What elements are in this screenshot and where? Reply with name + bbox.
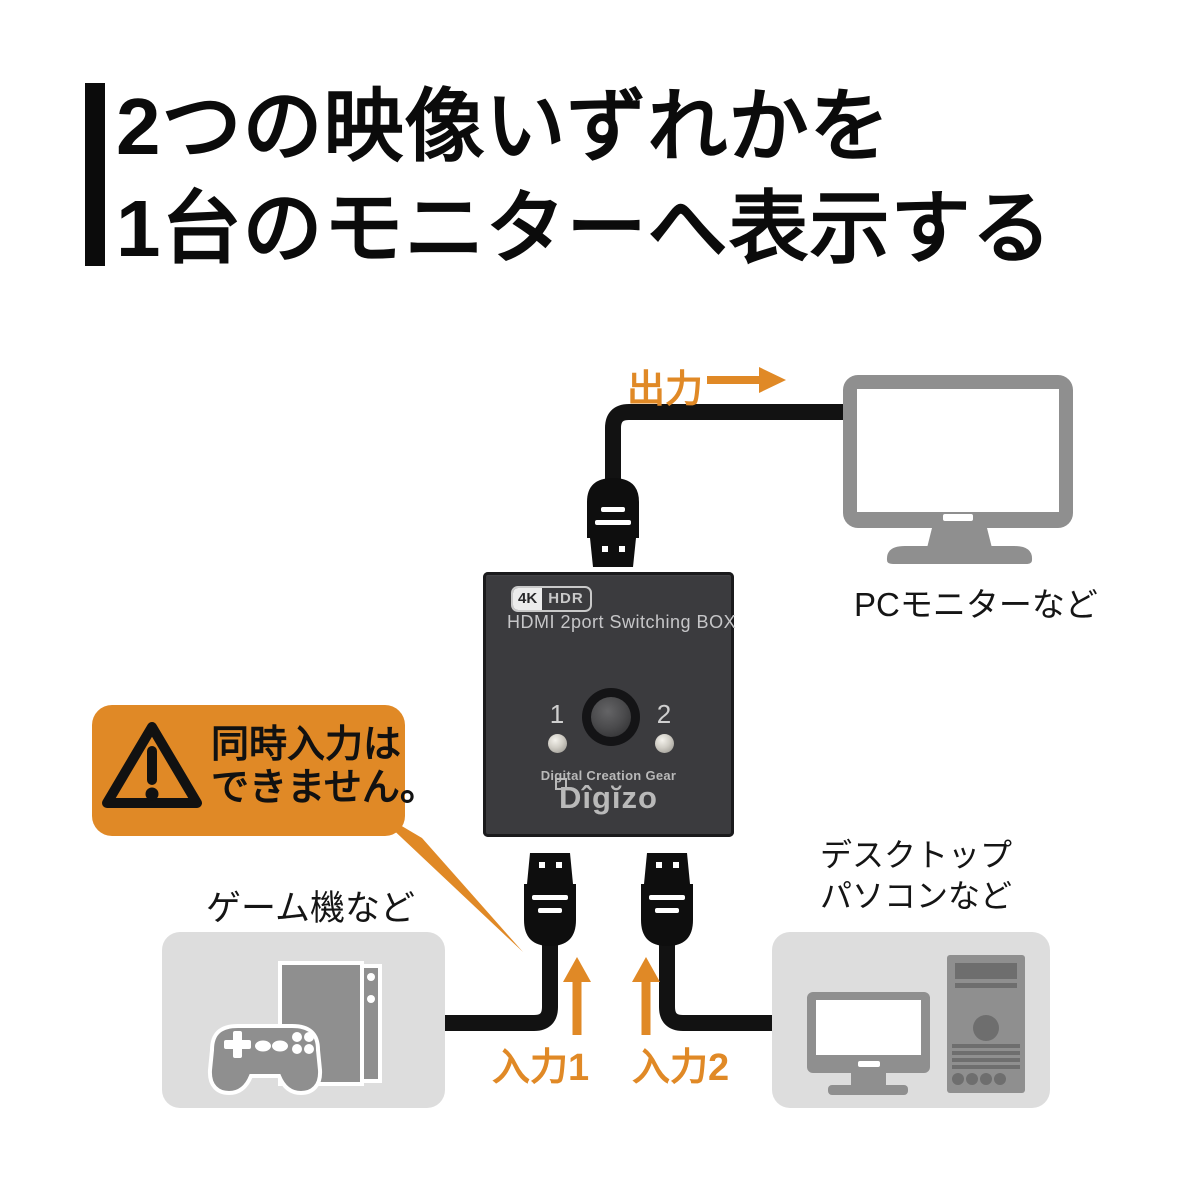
- badge-hdr-label: HDR: [548, 590, 584, 607]
- title-accent-bar: [85, 83, 105, 266]
- output-cable: [605, 404, 862, 482]
- flow-arrows: [563, 367, 786, 1035]
- input2-arrow-icon: [632, 957, 660, 1035]
- brand-logo-label: Dîgĭzo: [559, 780, 658, 815]
- switch-button-cap: [591, 697, 631, 737]
- game-device-label: ゲーム機など: [206, 889, 415, 928]
- input1-arrow-icon: [563, 957, 591, 1035]
- cables: [430, 404, 862, 1031]
- pc-device-label-line2: パソコンなど: [820, 878, 1013, 914]
- port2-led-indicator: [655, 734, 674, 753]
- output-label: 出力: [627, 369, 704, 411]
- page-title: 2つの映像いずれかを 1台のモニターへ表示する: [116, 76, 1053, 280]
- page-title-line1: 2つの映像いずれかを: [116, 82, 891, 171]
- warning-callout: [92, 705, 523, 952]
- warning-line2: できません。: [211, 767, 438, 809]
- input2-cable: [659, 940, 790, 1031]
- badge-4k-label: 4K: [513, 588, 543, 610]
- switching-box-device: 4K HDR HDMI 2port Switching BOX 1 2 Digi…: [483, 572, 736, 837]
- hdmi-connector-input2-icon: [641, 853, 693, 946]
- page-title-line2: 1台のモニターへ表示する: [116, 184, 1053, 273]
- brand-tagline-label: Digital Creation Gear: [540, 768, 677, 783]
- tower-pc-icon: [947, 955, 1025, 1093]
- gamepad-icon: [207, 1024, 323, 1096]
- pc-monitor-icon: [843, 375, 1073, 564]
- input1-cable: [430, 940, 558, 1031]
- hdmi-connector-output-icon: [587, 478, 639, 567]
- port1-number-label: 1: [549, 699, 565, 729]
- warning-triangle-icon: [102, 722, 202, 808]
- model-name-label: HDMI 2port Switching BOX: [507, 612, 737, 632]
- pc-device-label-line1: デスクトップ: [820, 837, 1013, 873]
- warning-line1: 同時入力は: [211, 724, 402, 766]
- pc-monitor-label: PCモニターなど: [854, 586, 1098, 623]
- callout-tail: [368, 806, 523, 952]
- switch-button: [582, 688, 640, 746]
- pc-device-label: デスクトップ パソコンなど: [820, 835, 1012, 917]
- warning-callout-text: 同時入力は できません。: [211, 724, 438, 810]
- badge-4k-hdr: 4K HDR: [511, 586, 592, 612]
- port2-number-label: 2: [656, 699, 672, 729]
- input1-label: 入力1: [492, 1047, 590, 1089]
- hdmi-connector-input1-icon: [524, 853, 576, 946]
- brand-logo-square-icon: [555, 778, 567, 790]
- port1-led-indicator: [548, 734, 567, 753]
- input2-label: 入力2: [632, 1047, 730, 1089]
- output-arrow-icon: [707, 367, 786, 393]
- game-console-icon: [278, 961, 382, 1086]
- desktop-monitor-icon: [807, 992, 930, 1095]
